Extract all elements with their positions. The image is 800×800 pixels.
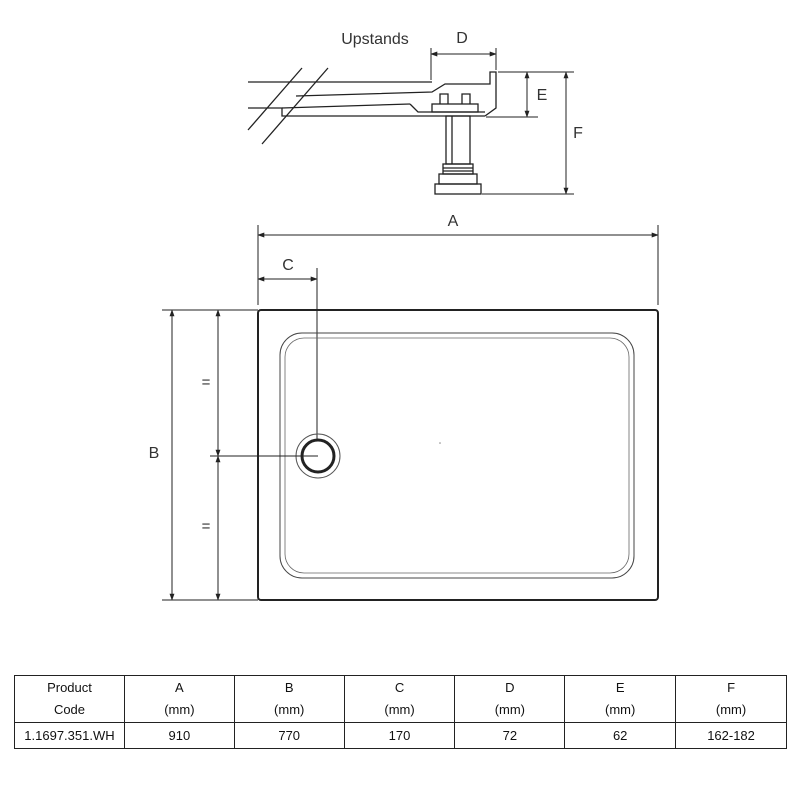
table-header-row: Product Code A (mm) B (mm) C (mm) D (mm)… <box>14 675 787 723</box>
header-line: (mm) <box>384 702 415 717</box>
header-line: D <box>505 680 515 695</box>
dimension-a <box>257 225 659 305</box>
header-line: (mm) <box>494 702 526 717</box>
cell-product-code: 1.1697.351.WH <box>14 722 125 749</box>
side-profile-view <box>247 67 497 195</box>
label-f: F <box>573 125 583 142</box>
dimension-c <box>257 268 318 440</box>
label-c: C <box>282 257 294 274</box>
shower-tray-diagram: D Upstands E F A C <box>149 30 659 601</box>
header-b: B (mm) <box>233 675 345 723</box>
table-row: 1.1697.351.WH 910 770 170 72 62 162-182 <box>14 722 787 749</box>
header-line: (mm) <box>605 702 636 717</box>
equal-mark-top: = <box>202 374 211 391</box>
header-line: (mm) <box>274 702 305 717</box>
label-d: D <box>456 30 468 47</box>
equal-mark-bottom: = <box>202 518 211 535</box>
label-b: B <box>149 445 160 462</box>
cell-a: 910 <box>123 722 235 749</box>
cell-f: 162-182 <box>675 722 787 749</box>
header-line: E <box>615 680 625 695</box>
header-f: F (mm) <box>675 675 787 723</box>
header-line: B <box>284 680 294 695</box>
header-product-code: Product Code <box>14 675 125 723</box>
cell-c: 170 <box>343 722 456 749</box>
header-line: A <box>175 680 184 695</box>
cell-b: 770 <box>233 722 345 749</box>
label-upstands: Upstands <box>341 31 409 48</box>
cell-e: 62 <box>564 722 677 749</box>
header-line: (mm) <box>715 702 747 717</box>
header-line: C <box>394 680 405 695</box>
header-c: C (mm) <box>343 675 456 723</box>
header-line: Product <box>47 680 92 695</box>
label-a: A <box>448 213 459 230</box>
label-e: E <box>537 87 548 104</box>
header-line: F <box>727 680 736 695</box>
cell-d: 72 <box>454 722 566 749</box>
dimension-e <box>486 71 538 118</box>
header-d: D (mm) <box>454 675 566 723</box>
header-line: (mm) <box>164 702 195 717</box>
dimension-d <box>430 48 497 80</box>
header-e: E (mm) <box>564 675 677 723</box>
header-line: Code <box>53 702 86 717</box>
header-a: A (mm) <box>123 675 235 723</box>
dimension-f <box>482 71 574 195</box>
dimension-b <box>162 309 318 601</box>
tray-top-view <box>257 309 659 601</box>
dimensions-table: Product Code A (mm) B (mm) C (mm) D (mm)… <box>14 675 787 749</box>
